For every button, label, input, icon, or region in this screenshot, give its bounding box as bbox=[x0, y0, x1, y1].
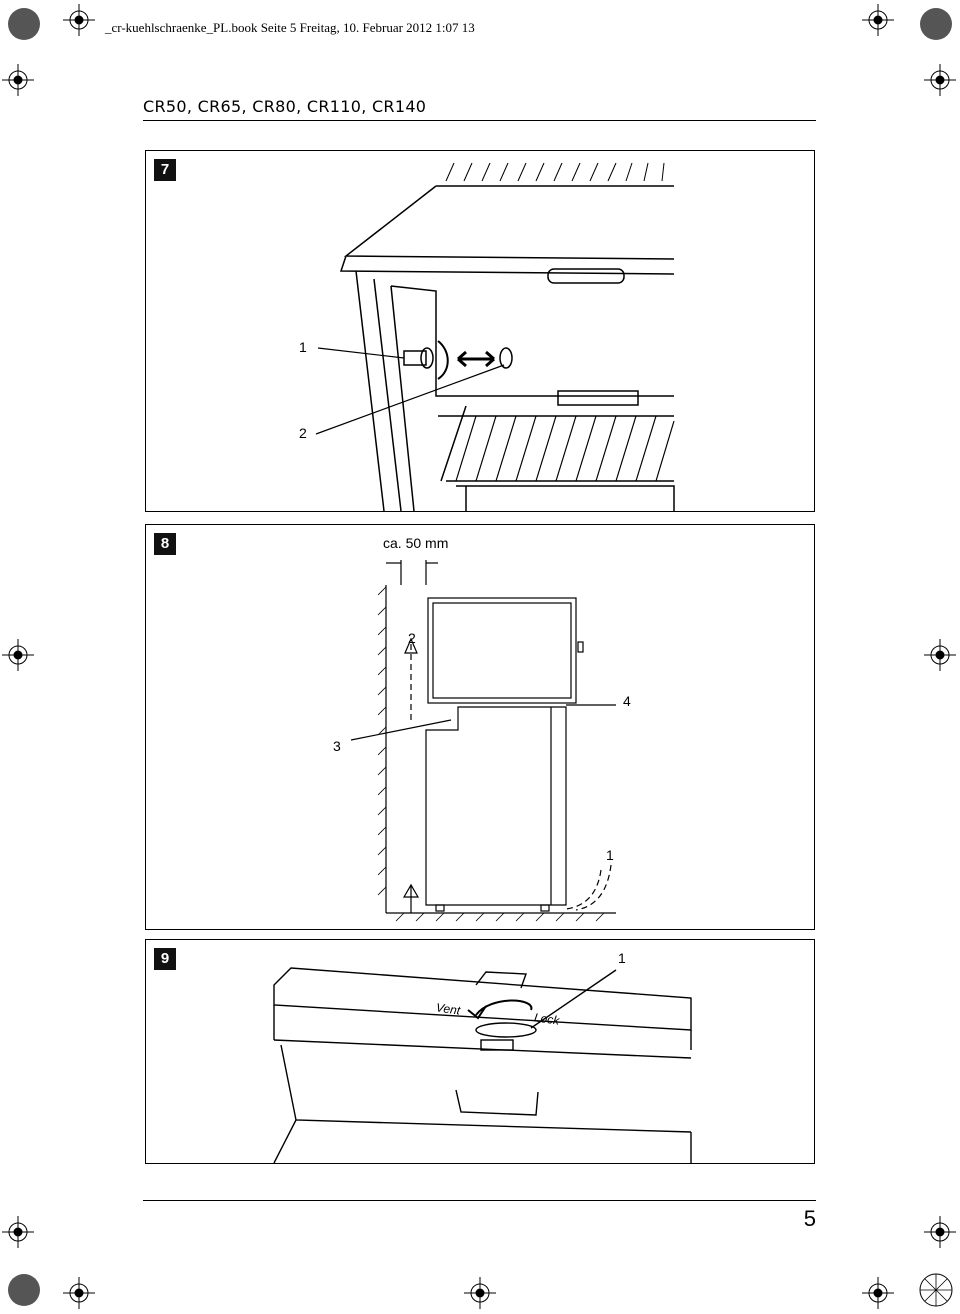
crosshair-icon bbox=[2, 1216, 34, 1248]
page-title: CR50, CR65, CR80, CR110, CR140 bbox=[143, 97, 427, 116]
figure-number: 7 bbox=[154, 159, 176, 181]
crosshair-icon bbox=[924, 64, 956, 96]
crosshair-icon bbox=[2, 639, 34, 671]
figure-number: 8 bbox=[154, 533, 176, 555]
crosshair-icon bbox=[63, 1277, 95, 1309]
callout-label: 1 bbox=[299, 339, 307, 355]
figure-7-illustration bbox=[315, 162, 675, 511]
callout-label: 4 bbox=[623, 693, 631, 709]
crosshair-icon bbox=[464, 1277, 496, 1309]
title-rule bbox=[143, 120, 816, 121]
callout-label: 2 bbox=[299, 425, 307, 441]
callout-label: 1 bbox=[618, 950, 626, 966]
figure-9-panel: 9 1 Vent Lock bbox=[145, 939, 815, 1164]
figure-9-illustration bbox=[273, 967, 692, 1163]
crosshair-icon bbox=[63, 4, 95, 36]
footer-rule bbox=[143, 1200, 816, 1201]
figure-8-illustration bbox=[350, 560, 616, 922]
crosshair-icon bbox=[924, 1216, 956, 1248]
figure-7-panel: 7 bbox=[145, 150, 815, 512]
callout-label: 2 bbox=[408, 630, 416, 646]
callout-label: 3 bbox=[333, 738, 341, 754]
crosshair-icon bbox=[2, 64, 34, 96]
page-number: 5 bbox=[803, 1206, 816, 1231]
print-header: _cr-kuehlschraenke_PL.book Seite 5 Freit… bbox=[105, 20, 475, 35]
crosshair-icon bbox=[862, 4, 894, 36]
figure-number: 9 bbox=[154, 948, 176, 970]
crosshair-icon bbox=[862, 1277, 894, 1309]
dimension-label: ca. 50 mm bbox=[383, 535, 449, 551]
starburst-mark-icon bbox=[8, 8, 953, 1307]
figure-8-panel: 8 bbox=[145, 524, 815, 930]
crosshair-icon bbox=[924, 639, 956, 671]
callout-label: 1 bbox=[606, 847, 614, 863]
